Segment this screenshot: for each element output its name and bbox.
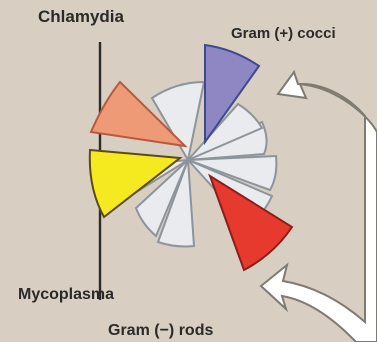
gram-positive-cocci-label: Gram (+) cocci [231, 25, 336, 43]
chlamydia-label: Chlamydia [38, 8, 124, 26]
gram-negative-rods-label: Gram (−) rods [108, 322, 213, 340]
mycoplasma-label: Mycoplasma [18, 286, 114, 304]
